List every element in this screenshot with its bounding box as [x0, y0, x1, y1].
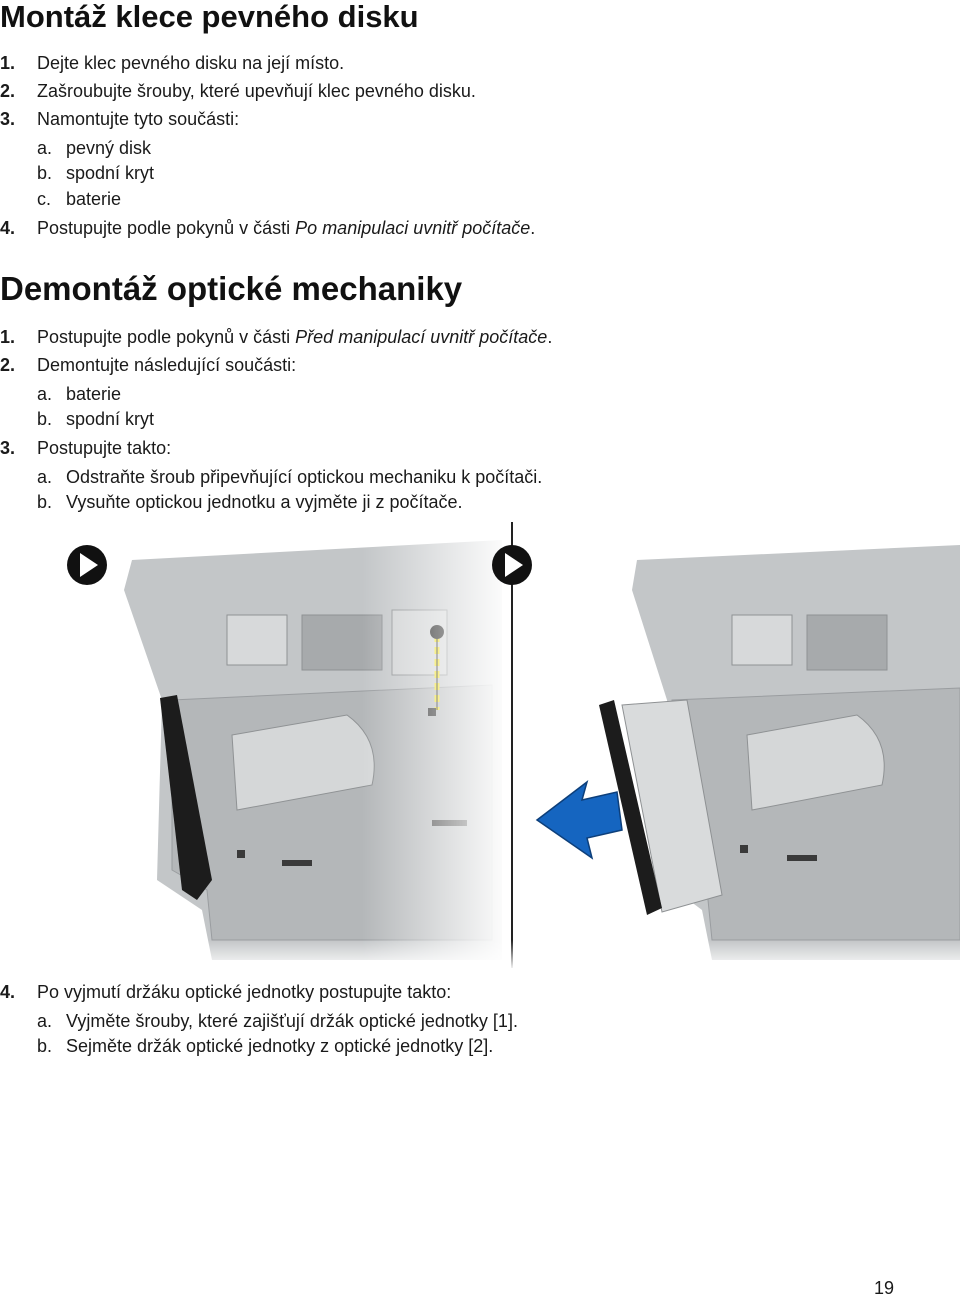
illustration-svg [62, 520, 960, 970]
left-optical-bezel [160, 695, 212, 900]
optical-drive [599, 699, 723, 915]
play-icon-step-1 [67, 545, 107, 585]
page-number: 19 [874, 1278, 895, 1298]
slide-out-arrow-icon [535, 780, 623, 860]
play-icon-step-2 [492, 545, 532, 585]
optical-drive-removal-illustration [62, 520, 960, 970]
section-title-hdd-cage: Montáž klece pevného disku [0, 0, 419, 34]
section-title-optical-drive: Demontáž optické mechaniky [0, 270, 463, 307]
reference-link: Před manipulací uvnitř počítače [295, 327, 548, 347]
reference-link: Po manipulaci uvnitř počítače [295, 218, 531, 238]
